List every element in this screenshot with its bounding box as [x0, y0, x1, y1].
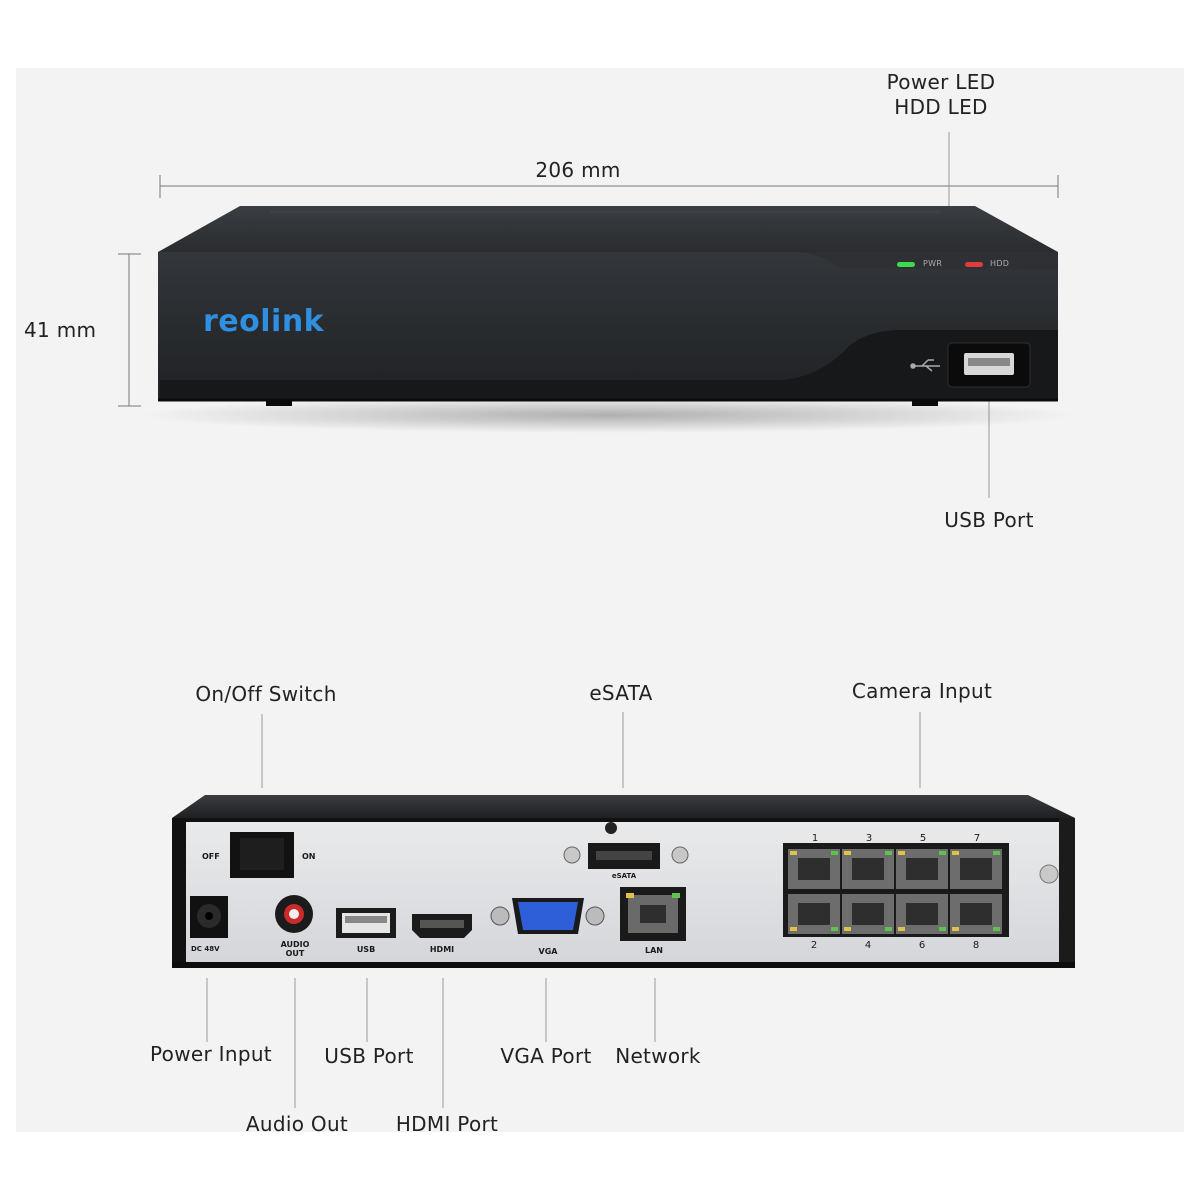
- usb-text: USB: [357, 945, 375, 954]
- rear-usb-callout: USB Port: [324, 1044, 414, 1068]
- port-led: [831, 851, 838, 855]
- port-led: [790, 927, 797, 931]
- port-led: [939, 927, 946, 931]
- logo-text: reolink: [203, 304, 325, 339]
- camera-port-socket: [906, 858, 938, 880]
- power-input-callout: Power Input: [150, 1042, 272, 1066]
- port-led: [993, 927, 1000, 931]
- reolink-logo: reolink: [203, 304, 324, 339]
- port-number: 6: [919, 940, 925, 951]
- camera-port-socket: [960, 903, 992, 925]
- port-number: 7: [974, 833, 980, 844]
- power-led-callout: Power LED: [886, 70, 996, 94]
- port-led: [885, 851, 892, 855]
- nvr-rear: OFF ON DC 48V AUDIO OUT USB HDMI VGA LAN…: [172, 795, 1075, 968]
- hdd-label: HDD: [990, 259, 1010, 268]
- rear-leaders: [206, 712, 921, 1108]
- off-text: OFF: [202, 852, 220, 861]
- pwr-label: PWR: [923, 259, 943, 268]
- port-number: 5: [920, 833, 926, 844]
- port-led: [939, 851, 946, 855]
- port-led: [790, 851, 797, 855]
- width-dimension: [159, 175, 1059, 198]
- dc-text: DC 48V: [191, 945, 220, 953]
- vga-callout: VGA Port: [500, 1044, 592, 1068]
- camera-port-socket: [960, 858, 992, 880]
- camera-port-socket: [798, 903, 830, 925]
- port-led: [885, 927, 892, 931]
- network-callout: Network: [615, 1044, 701, 1068]
- port-number: 3: [866, 833, 872, 844]
- port-led: [844, 851, 851, 855]
- front-usb-callout: USB Port: [944, 508, 1034, 532]
- audio-text-1: AUDIO: [281, 940, 310, 949]
- port-led: [844, 927, 851, 931]
- port-led: [898, 927, 905, 931]
- on-text: ON: [302, 852, 316, 861]
- height-label: 41 mm: [24, 318, 97, 342]
- port-led: [952, 851, 959, 855]
- port-number: 8: [973, 940, 979, 951]
- pwr-led: [897, 262, 915, 267]
- hdd-led-callout: HDD LED: [894, 95, 988, 119]
- port-led: [831, 927, 838, 931]
- hdmi-text: HDMI: [430, 945, 454, 954]
- audio-out-callout: Audio Out: [245, 1112, 349, 1136]
- port-led: [952, 927, 959, 931]
- camera-input-callout: Camera Input: [851, 679, 993, 703]
- camera-port-socket: [852, 858, 884, 880]
- port-number: 4: [865, 940, 871, 951]
- hdmi-callout: HDMI Port: [395, 1112, 499, 1136]
- esata-text: eSATA: [612, 872, 637, 880]
- switch-callout: On/Off Switch: [195, 682, 337, 706]
- usb-icon: [910, 359, 940, 372]
- esata-callout: eSATA: [589, 681, 653, 705]
- camera-port-socket: [852, 903, 884, 925]
- lan-text: LAN: [645, 946, 663, 955]
- port-number: 1: [812, 833, 818, 844]
- width-label: 206 mm: [535, 158, 621, 182]
- hdd-led: [965, 262, 983, 267]
- height-dimension: [118, 253, 141, 407]
- port-number: 2: [811, 940, 817, 951]
- port-led: [898, 851, 905, 855]
- vga-text: VGA: [539, 947, 559, 956]
- camera-port-socket: [906, 903, 938, 925]
- port-led: [993, 851, 1000, 855]
- camera-port-socket: [798, 858, 830, 880]
- nvr-front: [138, 206, 1078, 433]
- audio-text-2: OUT: [286, 949, 305, 958]
